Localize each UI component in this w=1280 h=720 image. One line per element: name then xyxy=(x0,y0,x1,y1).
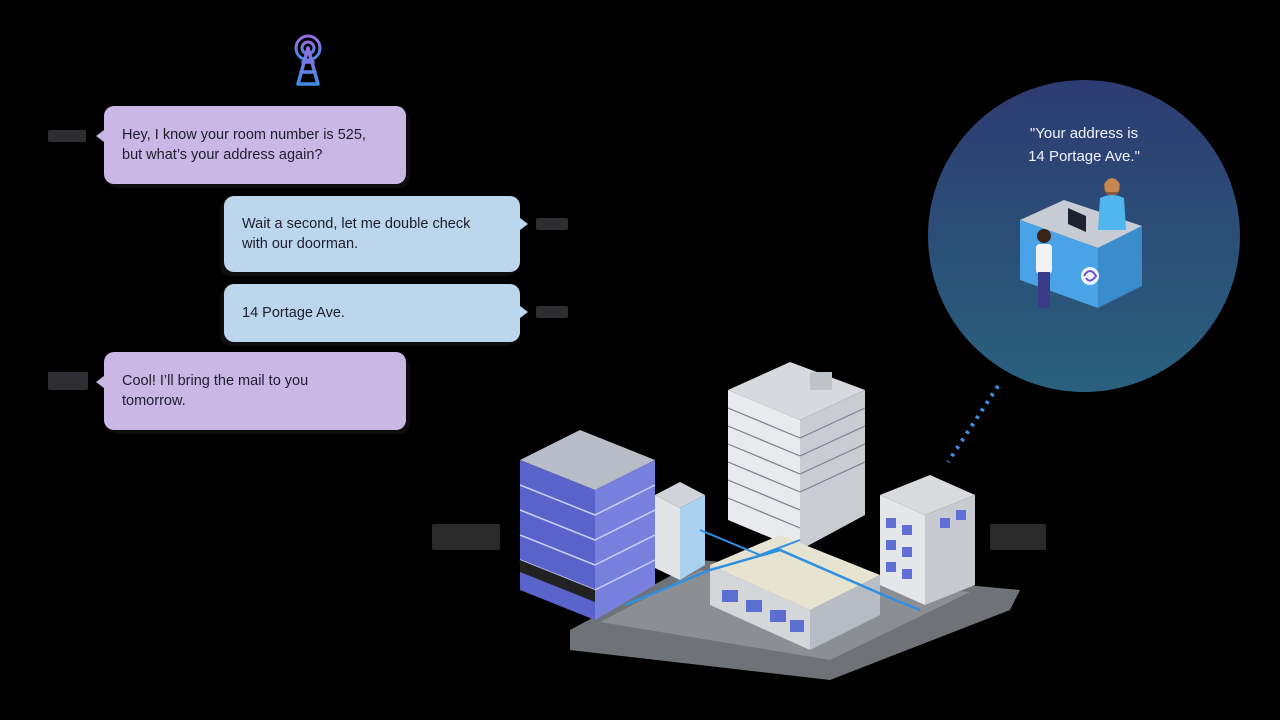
speaker-tag-left-2 xyxy=(48,372,88,390)
speaker-tag-right-1 xyxy=(536,218,568,230)
signal-dots xyxy=(946,384,1000,464)
chat-bubble-question: Hey, I know your room number is 525, but… xyxy=(104,106,406,184)
speaker-tag-left-1 xyxy=(48,130,86,142)
city-illustration xyxy=(519,362,1020,680)
chat-bubble-mail: Cool! I’ll bring the mail to you tomorro… xyxy=(104,352,406,430)
bubble-tail xyxy=(96,376,104,388)
chat-bubble-wait: Wait a second, let me double check with … xyxy=(224,196,520,272)
chat-bubble-text: Hey, I know your room number is 525, but… xyxy=(122,127,366,163)
side-label-left xyxy=(432,524,500,550)
chat-bubble-address: 14 Portage Ave. xyxy=(224,284,520,342)
bubble-tail xyxy=(520,306,528,318)
reception-desk-illustration xyxy=(1020,178,1142,308)
chat-bubble-text: Cool! I’ll bring the mail to you tomorro… xyxy=(122,373,309,409)
doorman-quote: "Your address is 14 Portage Ave." xyxy=(1028,125,1140,165)
chat-bubble-text: Wait a second, let me double check with … xyxy=(242,216,471,252)
swirl-logo-icon xyxy=(1083,270,1098,282)
side-label-right xyxy=(990,524,1046,550)
bubble-tail xyxy=(96,130,104,142)
chat-bubble-text: 14 Portage Ave. xyxy=(242,305,345,321)
doorman-scene: "Your address is 14 Portage Ave." xyxy=(928,80,1240,392)
speaker-tag-right-2 xyxy=(536,306,568,318)
bubble-tail xyxy=(520,218,528,230)
radio-tower-icon xyxy=(294,34,322,86)
